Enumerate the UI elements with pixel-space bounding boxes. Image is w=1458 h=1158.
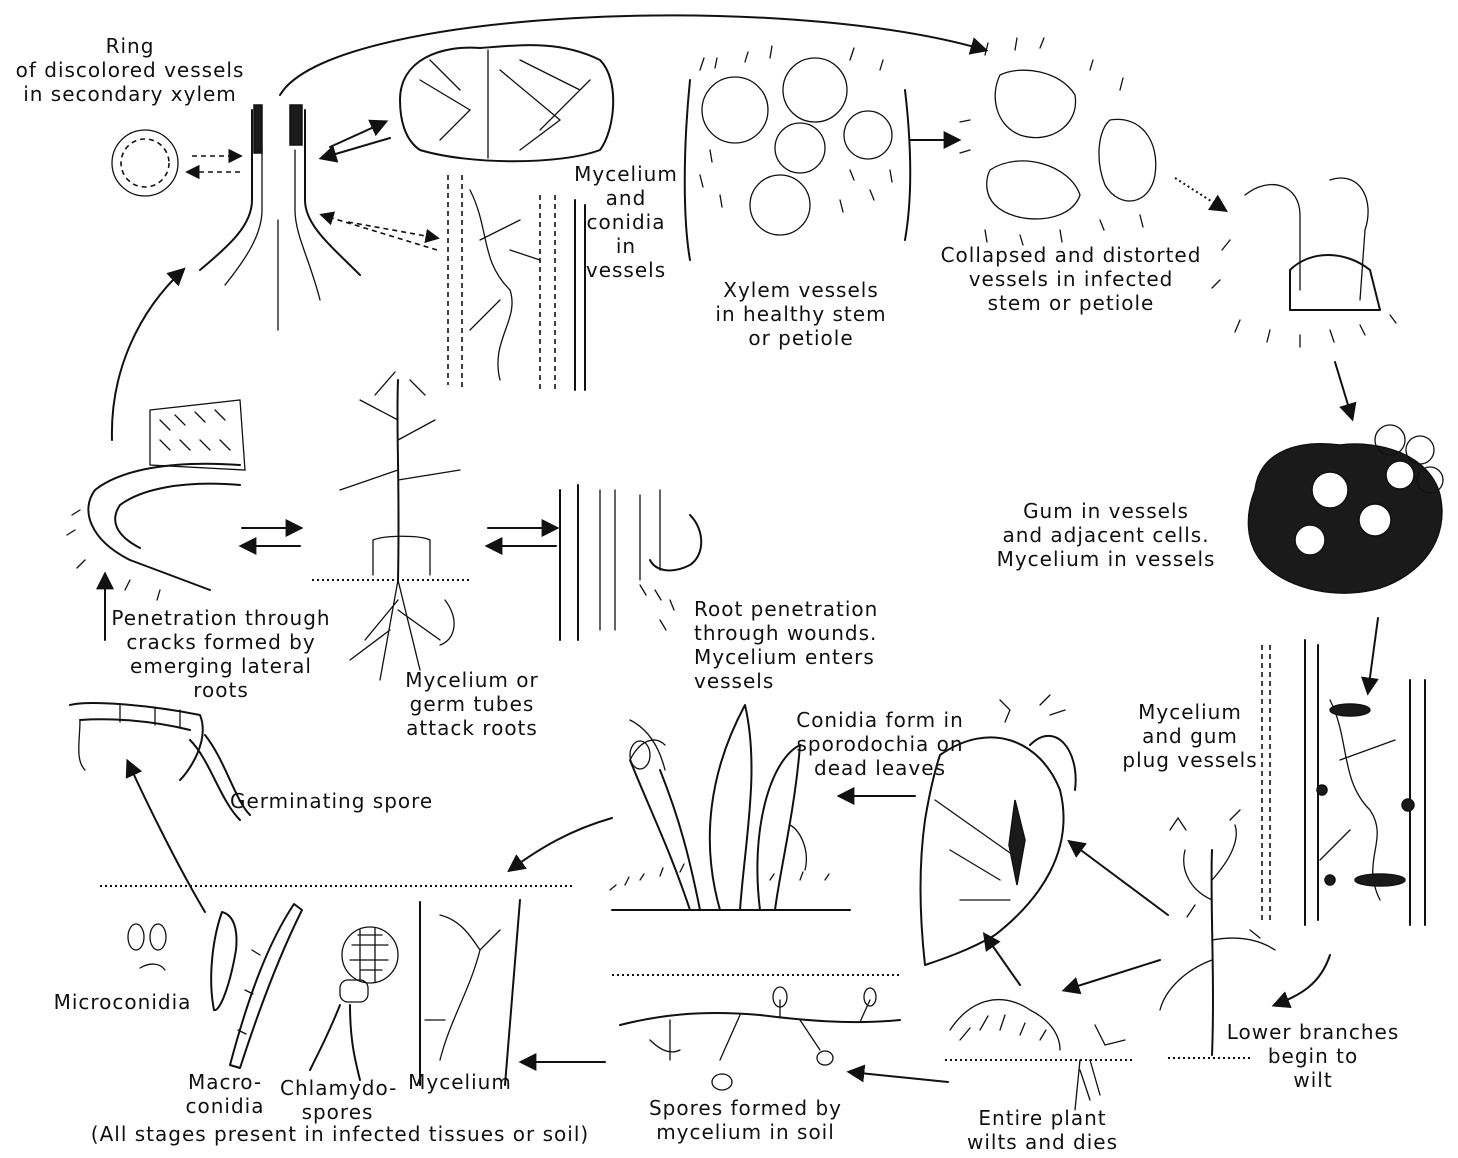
mycelium-vessels-longitudinal [448, 175, 585, 390]
arrow-plant-to-wilted [1065, 960, 1160, 990]
arrow-sporodochia-to-soil [510, 818, 612, 870]
label-xylem-healthy: Xylem vessels in healthy stem or petiole [696, 278, 906, 350]
label-mycelium-gum-plug: Mycelium and gum plug vessels [1110, 700, 1270, 772]
label-ring-discolored: Ring of discolored vessels in secondary … [10, 34, 250, 106]
label-collapsed-vessels: Collapsed and distorted vessels in infec… [930, 243, 1212, 315]
arrow-stem-to-vessels [348, 222, 437, 238]
arrow-vessels-to-stem [322, 215, 437, 250]
arrow-collapsed-to-distorted [1175, 178, 1225, 210]
soil-stages [100, 886, 572, 1085]
arrow-mycelium-to-stem [322, 138, 390, 158]
wilted-plant [945, 1000, 1135, 1110]
arrow-dies-to-soil-spores [850, 1072, 948, 1082]
ring-cross-section [112, 130, 178, 196]
label-root-penetration: Root penetration through wounds. Myceliu… [694, 597, 904, 693]
plugged-vessels [1262, 640, 1425, 925]
root-wound [560, 485, 701, 640]
label-entire-plant-wilts: Entire plant wilts and dies [940, 1106, 1145, 1154]
label-conidia-sporodochia: Conidia form in sporodochia on dead leav… [780, 708, 980, 780]
healthy-xylem [685, 46, 911, 260]
arrow-to-lower-branches [1275, 955, 1330, 1005]
label-chlamydospores: Chlamydo- spores [280, 1076, 395, 1124]
label-mycelium-attack-roots: Mycelium or germ tubes attack roots [392, 668, 552, 740]
label-microconidia: Microconidia [50, 990, 195, 1014]
distorted-vessels [1212, 178, 1396, 347]
label-macroconidia: Macro- conidia [180, 1070, 270, 1118]
label-gum-in-vessels: Gum in vessels and adjacent cells. Mycel… [975, 499, 1237, 571]
label-spores-mycelium-soil: Spores formed by mycelium in soil [628, 1096, 863, 1144]
arrow-stem-to-mycelium [330, 122, 385, 147]
arrow-stages-to-germinating [128, 762, 205, 912]
stem-section [200, 105, 360, 330]
arrow-to-stem-section [112, 270, 183, 440]
germinating-spore [70, 703, 250, 820]
arrow-gum-to-plug [1368, 618, 1378, 692]
label-all-stages: (All stages present in infected tissues … [85, 1122, 595, 1146]
collapsed-vessels [960, 38, 1156, 245]
label-mycelium-conidia-vessels: Mycelium and conidia in vessels [570, 162, 682, 282]
arrow-stem-to-collapsed [280, 15, 985, 95]
arrow-wilted-to-leaves [985, 935, 1020, 985]
gum-cells [1248, 425, 1443, 593]
label-mycelium: Mycelium [405, 1070, 515, 1094]
mycelium-cross-section [400, 45, 613, 161]
root-lateral-crack [67, 400, 245, 600]
label-penetration-cracks: Penetration through cracks formed by eme… [105, 606, 337, 702]
arrow-plant-to-dead-leaves [1070, 842, 1168, 915]
label-lower-branches-wilt: Lower branches begin to wilt [1218, 1020, 1408, 1092]
arrow-to-gum [1335, 362, 1352, 418]
label-germinating-spore: Germinating spore [230, 789, 450, 813]
